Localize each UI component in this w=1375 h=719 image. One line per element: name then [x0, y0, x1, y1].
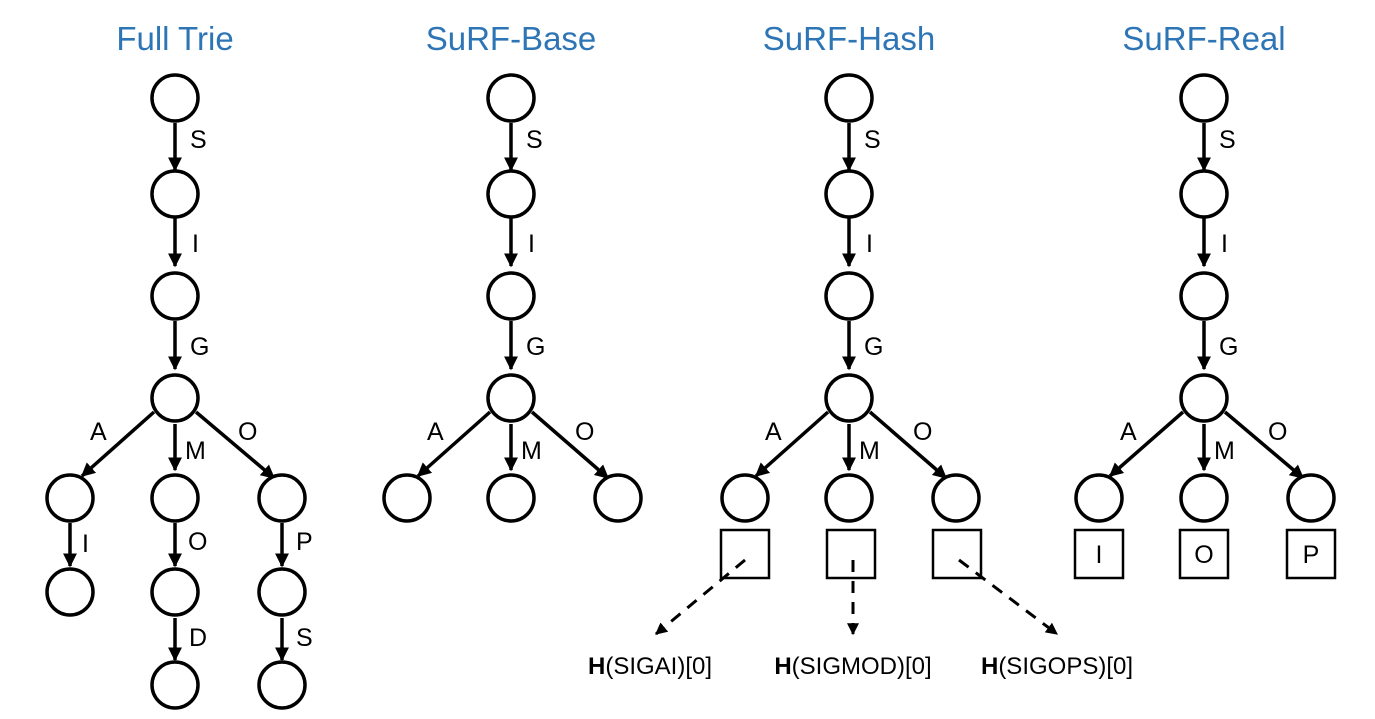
trie-node — [150, 271, 200, 321]
trie-node — [486, 373, 536, 423]
suffix-box — [1073, 528, 1125, 580]
edge-label: G — [190, 333, 209, 361]
edge — [1223, 410, 1305, 480]
edge-label: S — [526, 126, 543, 154]
trie-node — [486, 73, 536, 123]
hash-label: H(SIGMOD)[0] — [774, 653, 931, 680]
edge-label: I — [1221, 230, 1228, 258]
edge-label: O — [1268, 418, 1287, 446]
trie-node — [824, 473, 874, 523]
edge-label: D — [189, 624, 207, 652]
edge-label: M — [521, 437, 542, 465]
trie-node — [824, 271, 874, 321]
trie-node — [45, 567, 95, 617]
trie-node — [931, 473, 981, 523]
edge-label: O — [238, 418, 257, 446]
edge-label: I — [528, 230, 535, 258]
suffix-label: I — [1096, 541, 1103, 569]
trie-node — [486, 473, 536, 523]
suffix-box — [1178, 528, 1230, 580]
suffix-box — [1285, 528, 1337, 580]
edge-label: O — [913, 418, 932, 446]
edge-label: P — [296, 528, 313, 556]
hash-box — [931, 528, 983, 580]
trie-node — [720, 473, 770, 523]
trie-node — [45, 473, 95, 523]
edge-label: O — [575, 418, 594, 446]
edge-label: A — [765, 418, 782, 446]
trie-node — [382, 473, 432, 523]
edge-label: S — [296, 624, 313, 652]
trie-node — [150, 373, 200, 423]
panel-title: SuRF-Base — [426, 20, 597, 57]
edge-label: M — [185, 437, 206, 465]
trie-node — [257, 473, 307, 523]
trie-node — [593, 473, 643, 523]
trie-node — [1179, 373, 1229, 423]
trie-node — [824, 169, 874, 219]
edge-label: A — [90, 418, 107, 446]
panel-title: Full Trie — [116, 20, 233, 57]
edge-label: S — [190, 126, 207, 154]
edge-label: A — [427, 418, 444, 446]
edge-label: I — [866, 230, 873, 258]
panel-surf-base: SuRF-Base S I G A M O — [382, 20, 643, 523]
edge — [80, 410, 156, 478]
hash-box — [825, 528, 877, 580]
suffix-label: O — [1194, 541, 1213, 569]
trie-node — [150, 567, 200, 617]
panel-surf-hash: SuRF-Hash S I G A M O H(SIGAI)[0] H(SIGM… — [588, 20, 1133, 680]
trie-node — [486, 271, 536, 321]
edge-label: A — [1120, 418, 1137, 446]
panel-title: SuRF-Real — [1122, 20, 1285, 57]
trie-node — [150, 473, 200, 523]
hash-box — [719, 528, 771, 580]
trie-node — [1074, 473, 1124, 523]
trie-node — [1179, 473, 1229, 523]
hash-label: H(SIGOPS)[0] — [981, 653, 1133, 680]
trie-node — [1179, 73, 1229, 123]
trie-node — [1179, 169, 1229, 219]
trie-node — [257, 567, 307, 617]
edge — [416, 410, 492, 478]
edge-label: I — [192, 230, 199, 258]
trie-node — [824, 373, 874, 423]
panel-full-trie: Full Trie S I G A M O I O P D S — [45, 20, 313, 710]
hash-label: H(SIGAI)[0] — [588, 653, 712, 680]
trie-node — [150, 73, 200, 123]
trie-node — [150, 169, 200, 219]
trie-node — [257, 660, 307, 710]
panel-title: SuRF-Hash — [763, 20, 935, 57]
edge-label: S — [1219, 126, 1236, 154]
edge — [530, 410, 610, 480]
edge-label: G — [1219, 333, 1238, 361]
panel-surf-real: SuRF-Real S I G A M O I O P — [1073, 20, 1337, 580]
edge-label: M — [1214, 437, 1235, 465]
edge-label: M — [859, 437, 880, 465]
trie-node — [824, 73, 874, 123]
suffix-label: P — [1303, 541, 1320, 569]
edge — [1108, 410, 1185, 478]
edge-label: I — [82, 530, 89, 558]
edge-label: O — [188, 528, 207, 556]
edge — [754, 410, 830, 478]
trie-node — [1286, 473, 1336, 523]
edge-label: G — [526, 333, 545, 361]
edge-label: S — [864, 126, 881, 154]
trie-node — [1179, 271, 1229, 321]
edge — [868, 410, 948, 480]
trie-node — [486, 169, 536, 219]
trie-node — [150, 660, 200, 710]
edge — [194, 410, 276, 480]
edge-label: G — [864, 333, 883, 361]
